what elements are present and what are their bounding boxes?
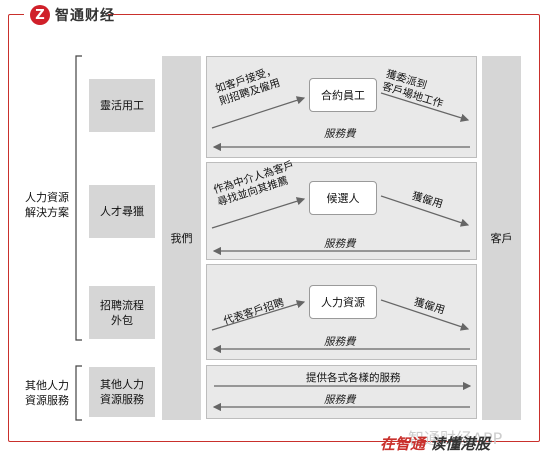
service-name: 人才尋獵 [100,205,144,218]
watermark: 智通财经APP [408,429,503,448]
slogan-dark: 读懂港股 [430,435,491,453]
client-label: 客戶 [490,231,513,245]
fee-label-4: 服務費 [324,394,356,406]
panel-other-hr [206,365,477,419]
brand-name: 智通财经 [55,8,115,24]
service-name: 靈活用工 [100,99,144,112]
hr-solutions-label: 人力資源 解決方案 [25,191,69,219]
node-label: 人力資源 [321,296,365,309]
brand-logo-icon: Z [30,5,50,25]
service-box-executive-search: 人才尋獵 [89,185,155,238]
node-candidate: 候選人 [309,181,377,215]
arrow-hired-3 [380,299,470,331]
arrow-refer [211,197,306,229]
service-name: 其他人力 資源服務 [100,378,144,406]
service-box-flexible-staffing: 靈活用工 [89,79,155,132]
us-label: 我們 [170,231,193,245]
service-name: 招聘流程 外包 [100,298,144,327]
service-box-other-hr: 其他人力 資源服務 [89,367,155,417]
outer-frame [8,14,540,442]
arrow-hired-2 [380,195,470,227]
arrow-recruit-on-behalf [211,300,306,331]
other-bracket [75,365,82,421]
node-label: 合約員工 [321,89,365,102]
solutions-bracket [75,55,82,341]
other-hr-label: 其他人力 資源服務 [25,379,69,407]
service-box-rpo: 招聘流程 外包 [89,286,155,339]
footer-slogan: 在智通 读懂港股 [380,433,490,454]
arrow-assign [380,92,470,122]
us-column: 我們 [162,56,201,420]
slogan-red: 在智通 [380,435,426,453]
fee-label-3: 服務費 [324,336,356,348]
node-contract-staff: 合約員工 [309,78,377,112]
fee-label-1: 服務費 [324,128,356,140]
node-hr: 人力資源 [309,285,377,319]
label-provide-services: 提供各式各樣的服務 [306,372,401,384]
fee-label-2: 服務費 [324,238,356,250]
logo-mark-letter: Z [35,7,45,23]
node-label: 候選人 [326,192,360,205]
arrow-recruit [211,96,306,129]
client-column: 客戶 [482,56,521,420]
